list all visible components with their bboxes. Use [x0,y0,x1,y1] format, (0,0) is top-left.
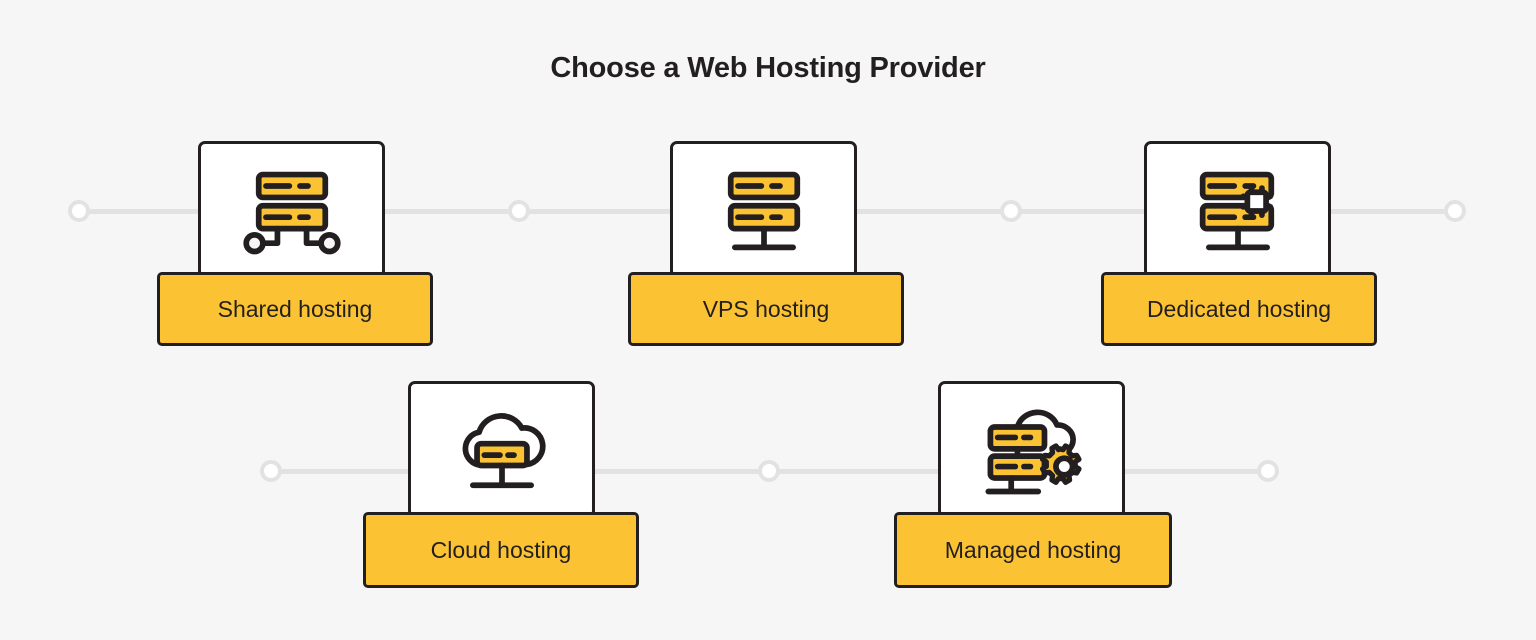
label-cloud-hosting[interactable]: Cloud hosting [363,512,639,588]
page-title: Choose a Web Hosting Provider [550,52,986,84]
server-rack-cpu-icon [1147,144,1328,275]
label-vps-hosting[interactable]: VPS hosting [628,272,904,346]
card-dedicated-hosting[interactable] [1144,141,1331,278]
label-managed-hosting[interactable]: Managed hosting [894,512,1172,588]
connector-node [260,460,282,482]
card-vps-hosting[interactable] [670,141,857,278]
label-text: Dedicated hosting [1146,295,1332,322]
label-text: Cloud hosting [430,536,572,563]
label-text: Managed hosting [944,536,1122,563]
connector-node [1257,460,1279,482]
label-dedicated-hosting[interactable]: Dedicated hosting [1101,272,1377,346]
card-managed-hosting[interactable] [938,381,1125,518]
card-cloud-hosting[interactable] [408,381,595,518]
card-shared-hosting[interactable] [198,141,385,278]
connector-node [758,460,780,482]
label-shared-hosting[interactable]: Shared hosting [157,272,433,346]
server-rack-stand-icon [673,144,854,275]
connector-node [508,200,530,222]
server-cloud-gear-icon [941,384,1122,515]
label-text: VPS hosting [702,295,830,322]
server-rack-shared-icon [201,144,382,275]
connector-node [68,200,90,222]
label-text: Shared hosting [217,295,373,322]
connector-node [1444,200,1466,222]
cloud-server-icon [411,384,592,515]
connector-node [1000,200,1022,222]
